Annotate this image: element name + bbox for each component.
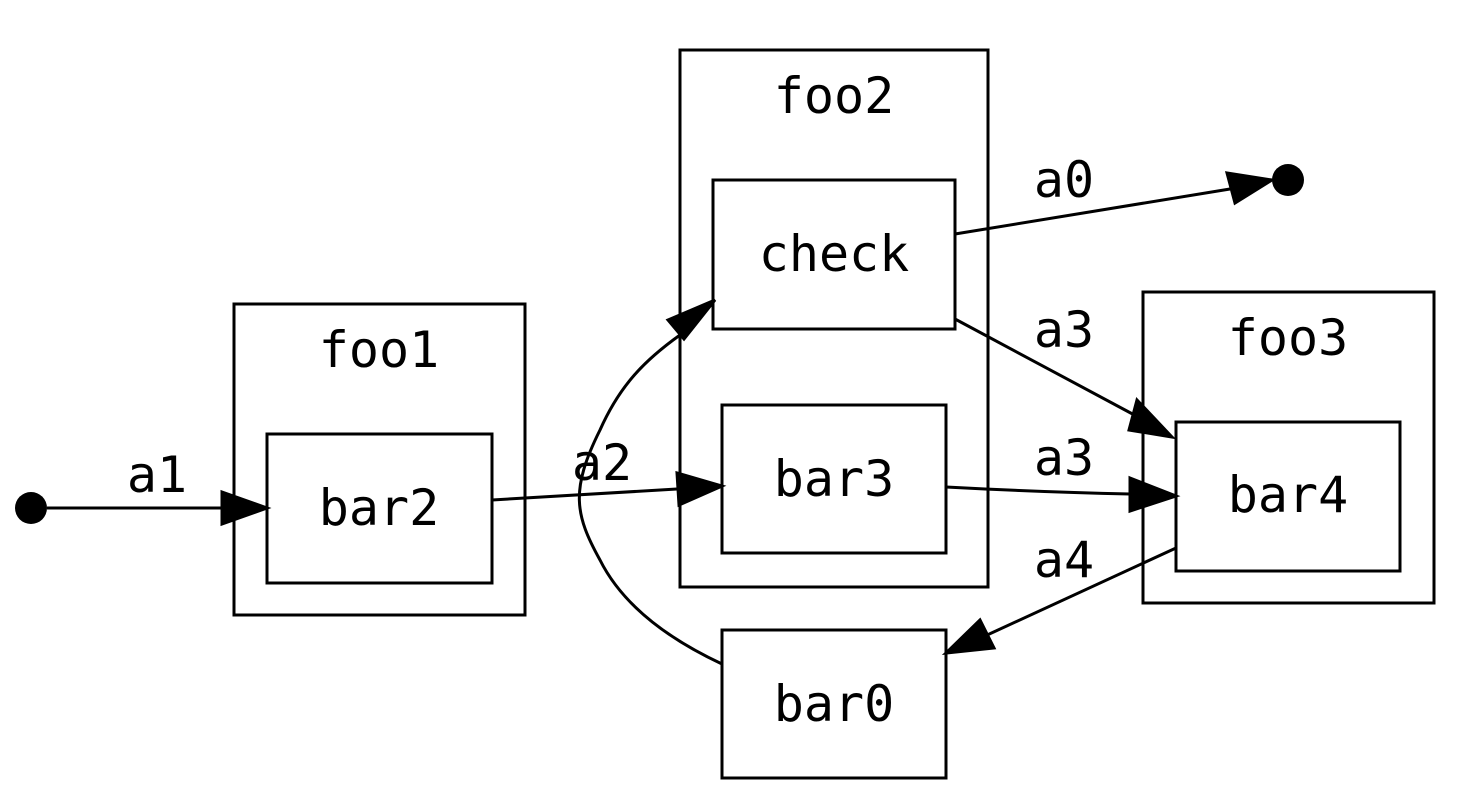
edge-bar0-check-line[interactable] [577, 333, 723, 666]
edge-bar0-check[interactable] [577, 298, 723, 666]
node-bar4-label: bar4 [1228, 466, 1348, 524]
edge-bar2-bar3-line[interactable] [491, 487, 678, 502]
edge-check-bar4[interactable]: a3 [954, 301, 1177, 440]
edge-bar4-bar0[interactable]: a4 [941, 531, 1177, 655]
node-bar2-label: bar2 [319, 479, 439, 537]
node-bar0[interactable]: bar0 [720, 628, 948, 780]
edge-check-end-arrowhead [1224, 171, 1277, 206]
edge-bar2-bar3-arrowhead [675, 470, 727, 508]
edge-start-bar2-label: a1 [127, 446, 187, 504]
node-bar3[interactable]: bar3 [720, 403, 948, 555]
edge-check-bar4-arrowhead [1127, 397, 1177, 440]
edge-bar4-bar0-line[interactable] [984, 546, 1177, 638]
node-bar0-label: bar0 [774, 675, 894, 733]
edge-bar3-bar4-line[interactable] [945, 485, 1131, 496]
edge-bar3-bar4-arrowhead [1128, 475, 1181, 514]
edge-bar0-check-arrowhead [665, 298, 717, 342]
node-bar3-box[interactable] [720, 403, 948, 555]
node-bar4[interactable]: bar4 [1174, 420, 1402, 573]
node-bar4-box[interactable] [1174, 420, 1402, 573]
cluster-foo3-label: foo3 [1228, 309, 1348, 367]
node-bar2[interactable]: bar2 [265, 432, 494, 585]
end-point-node[interactable] [1272, 164, 1304, 196]
edge-start-bar2[interactable]: a1 [47, 446, 272, 527]
edge-check-bar4-label: a3 [1034, 301, 1094, 359]
node-bar0-box[interactable] [720, 628, 948, 780]
node-bar2-box[interactable] [265, 432, 494, 585]
edge-bar3-bar4[interactable]: a3 [945, 429, 1181, 514]
edge-bar4-bar0-arrowhead [941, 617, 997, 655]
node-check-box[interactable] [711, 178, 957, 331]
node-check[interactable]: check [711, 178, 957, 331]
cluster-foo1-label: foo1 [319, 321, 439, 379]
edge-check-end-label: a0 [1034, 151, 1094, 209]
edge-check-end-line[interactable] [954, 187, 1231, 236]
edge-bar3-bar4-label: a3 [1034, 429, 1094, 487]
edge-start-bar2-arrowhead [220, 489, 272, 527]
node-bar3-label: bar3 [774, 450, 894, 508]
start-point-node[interactable] [15, 492, 47, 524]
cluster-foo2-label: foo2 [774, 67, 894, 125]
edge-bar4-bar0-label: a4 [1034, 531, 1094, 589]
node-check-label: check [759, 225, 910, 283]
edge-check-bar4-line[interactable] [954, 317, 1141, 420]
edge-check-end[interactable]: a0 [954, 151, 1277, 236]
